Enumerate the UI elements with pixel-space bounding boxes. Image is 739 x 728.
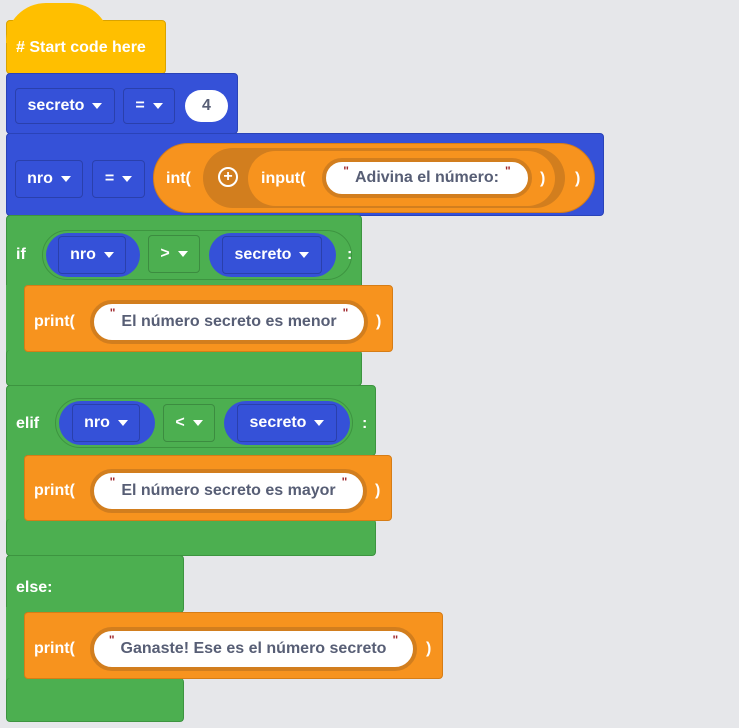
hat-dome [6, 3, 110, 43]
elif-arm [6, 450, 26, 525]
variable-dropdown[interactable]: secreto [222, 236, 322, 274]
number-input[interactable]: 4 [185, 90, 228, 122]
message-string-input[interactable]: "El número secreto es mayor" [90, 469, 367, 513]
int-label: int( [166, 170, 191, 187]
chevron-down-icon [103, 252, 114, 258]
variable-dropdown[interactable]: secreto [15, 88, 115, 124]
chevron-down-icon [314, 420, 325, 426]
if-block-bottom [6, 350, 362, 386]
else-arm [6, 607, 26, 685]
comparison-dropdown[interactable]: > [148, 235, 200, 273]
chevron-down-icon [192, 420, 203, 426]
chevron-down-icon [299, 252, 310, 258]
else-keyword: else: [16, 579, 53, 596]
elif-block-bottom [6, 519, 376, 556]
message-string-input[interactable]: "Ganaste! Ese es el número secreto" [90, 627, 417, 671]
comparison-dropdown[interactable]: < [163, 404, 215, 442]
message-string-input[interactable]: "El número secreto es menor" [90, 300, 368, 344]
int-close-paren: ) [575, 170, 581, 187]
variable-dropdown[interactable]: nro [72, 404, 140, 442]
variable-dropdown[interactable]: secreto [237, 404, 337, 442]
operator-dropdown[interactable]: = [92, 160, 145, 198]
print-label: print( [34, 640, 75, 657]
chevron-down-icon [92, 103, 103, 109]
print-label: print( [34, 313, 75, 330]
input-label: input( [261, 170, 306, 187]
input-close-paren: ) [540, 170, 546, 187]
variable-dropdown[interactable]: nro [15, 160, 83, 198]
hat-label: # Start code here [16, 39, 146, 56]
variable-dropdown[interactable]: nro [58, 236, 126, 274]
if-keyword: if [16, 246, 26, 263]
print-close-paren: ) [426, 640, 432, 657]
chevron-down-icon [60, 176, 71, 182]
else-block-bottom [6, 678, 184, 722]
print-label: print( [34, 482, 75, 499]
prompt-string-input[interactable]: "Adivina el número:" [322, 158, 532, 198]
print-close-paren: ) [375, 482, 381, 499]
plus-circle-icon[interactable]: + [218, 167, 238, 187]
if-colon: : [347, 246, 353, 263]
chevron-down-icon [177, 251, 188, 257]
elif-colon: : [362, 415, 368, 432]
chevron-down-icon [152, 103, 163, 109]
chevron-down-icon [117, 420, 128, 426]
print-close-paren: ) [376, 313, 382, 330]
operator-dropdown[interactable]: = [123, 88, 175, 124]
if-arm [6, 285, 26, 355]
chevron-down-icon [122, 176, 133, 182]
elif-keyword: elif [16, 415, 40, 432]
